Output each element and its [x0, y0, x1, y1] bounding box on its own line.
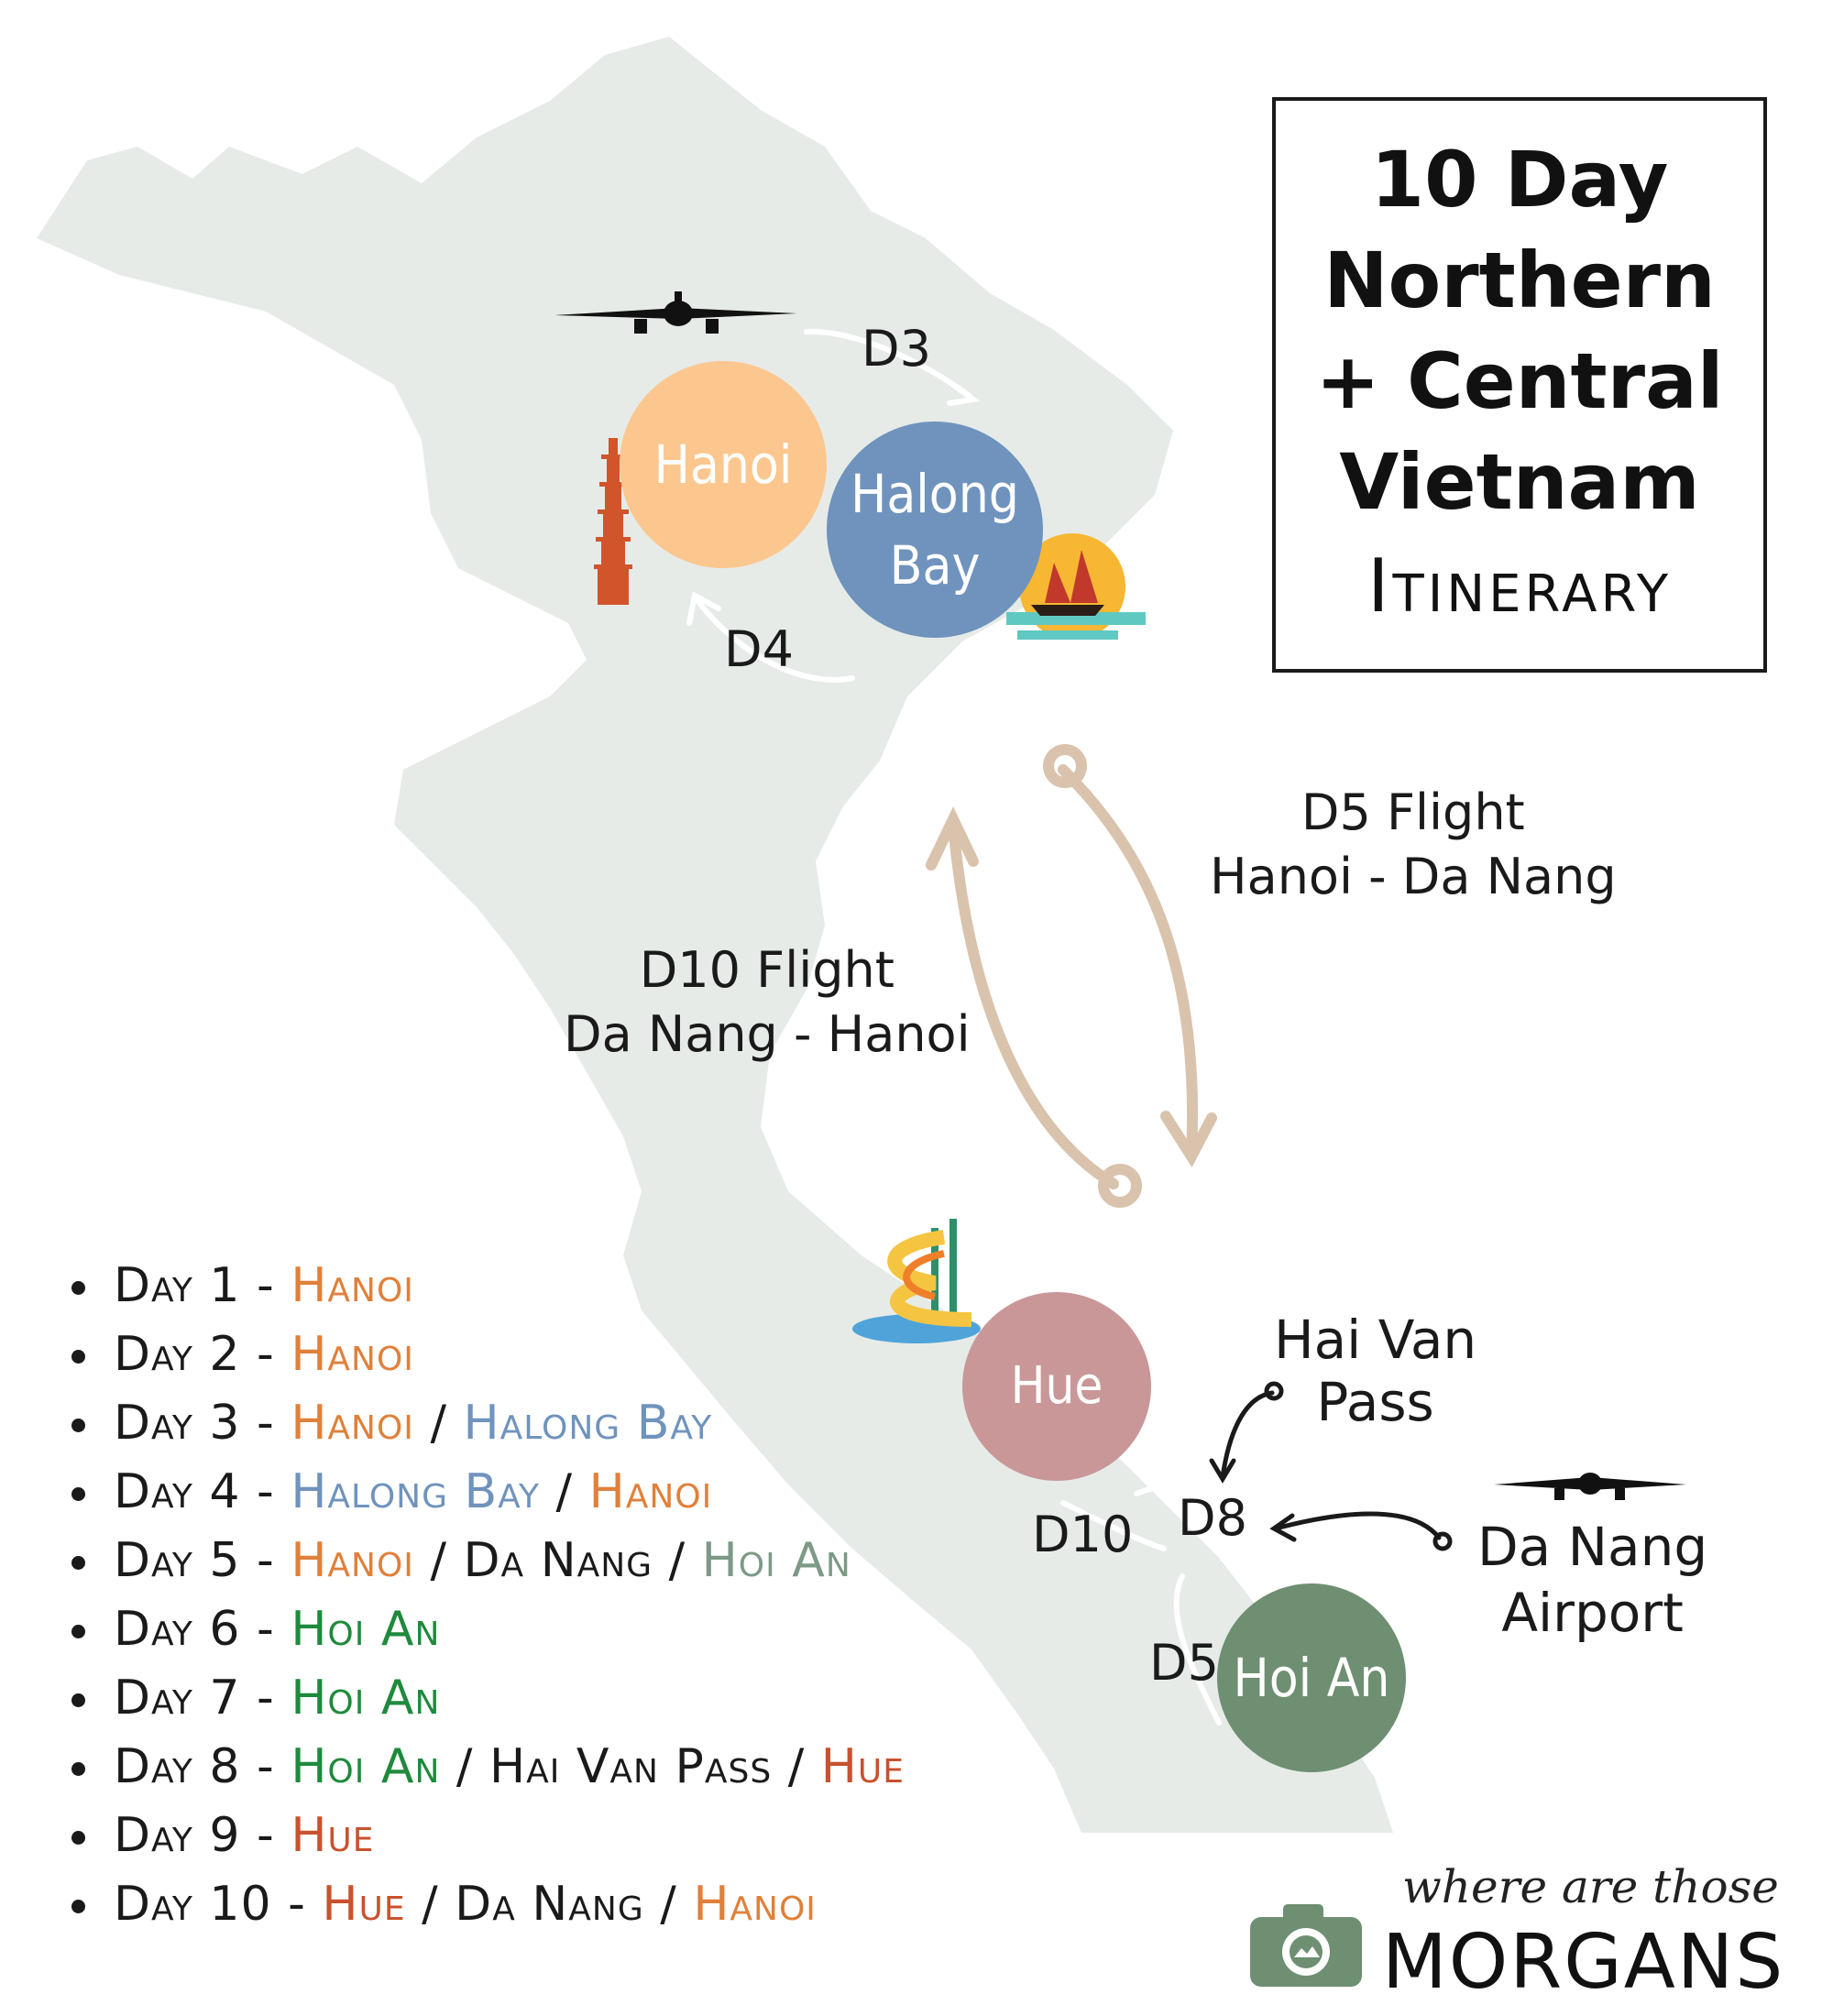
route-label-d8: D8 [1178, 1489, 1247, 1547]
itinerary-item: Day 6 - Hoi An [55, 1595, 1017, 1664]
itinerary-day: Day 10 - [114, 1877, 323, 1932]
itinerary-day: Day 1 - [114, 1258, 291, 1313]
route-arrows [686, 328, 1222, 1726]
vietnam-landmass [37, 37, 1393, 1833]
itinerary-place: Hue [291, 1808, 375, 1863]
itinerary-place: Hoi An [291, 1739, 441, 1794]
city-label-hue: Hue [1010, 1356, 1103, 1416]
itinerary-place: Hoi An [291, 1671, 441, 1726]
city-label-bay: Bay [889, 534, 981, 597]
itinerary-day: Day 9 - [114, 1808, 291, 1863]
itinerary-day: Day 3 - [114, 1396, 291, 1451]
place-label-da-nang-airport: Da Nang Airport [1477, 1514, 1707, 1646]
flight-label-d5: D5 Flight Hanoi - Da Nang [1210, 781, 1617, 909]
camera-icon [1250, 1904, 1362, 1987]
itinerary-day: Day 5 - [114, 1533, 291, 1588]
city-label-hanoi: Hanoi [653, 433, 793, 496]
place-label-hai-van-pass: Hai Van Pass [1274, 1309, 1476, 1433]
itinerary-place: Hue [322, 1877, 406, 1932]
itinerary-place: / Da Nang / [413, 1533, 702, 1588]
itinerary-item: Day 10 - Hue / Da Nang / Hanoi [55, 1870, 1017, 1939]
city-hanoi: Hanoi [620, 361, 827, 568]
title-line: 10 Day [1370, 135, 1669, 225]
title-box: 10 Day Northern + Central Vietnam Itiner… [1272, 97, 1767, 673]
pagoda-icon [594, 438, 632, 605]
city-halong-bay: Halong Bay [827, 422, 1043, 638]
title-line: Northern [1323, 236, 1716, 325]
route-label-d10: D10 [1032, 1506, 1134, 1563]
itinerary-place: / [540, 1464, 589, 1519]
itinerary-day: Day 4 - [114, 1464, 291, 1519]
itinerary-item: Day 7 - Hoi An [55, 1664, 1017, 1733]
itinerary-item: Day 2 - Hanoi [55, 1320, 1017, 1389]
itinerary-place: Halong Bay [291, 1464, 541, 1519]
airplane-icon [554, 291, 797, 334]
flight-label-d10-title: D10 Flight [639, 941, 895, 999]
itinerary-item: Day 5 - Hanoi / Da Nang / Hoi An [55, 1527, 1017, 1595]
itinerary-place: / [413, 1396, 464, 1451]
da-nang-line2: Airport [1501, 1582, 1684, 1644]
annotation-arrows [1209, 1381, 1453, 1551]
hai-van-line1: Hai Van [1274, 1309, 1477, 1371]
itinerary-place: / Da Nang / [405, 1877, 694, 1932]
route-label-d4: D4 [724, 620, 794, 678]
logo-tagline: where are those [1402, 1860, 1779, 1913]
water-slide-icon [852, 1219, 981, 1343]
itinerary-place: / Hai Van Pass / [440, 1739, 821, 1794]
itinerary-item: Day 8 - Hoi An / Hai Van Pass / Hue [55, 1733, 1017, 1802]
city-hoi-an: Hoi An [1217, 1583, 1406, 1772]
flight-label-d5-route: Hanoi - Da Nang [1210, 848, 1617, 905]
itinerary-item: Day 1 - Hanoi [55, 1252, 1017, 1320]
itinerary-place: Hoi An [701, 1533, 851, 1588]
flight-arrows [926, 744, 1217, 1208]
itinerary-day: Day 6 - [114, 1602, 291, 1657]
itinerary-place: Hanoi [291, 1258, 414, 1313]
flight-label-d10: D10 Flight Da Nang - Hanoi [564, 938, 971, 1067]
route-label-d3: D3 [862, 320, 931, 378]
brand-logo: where are those MORGANS [1246, 1860, 1796, 2007]
airplane-icon [1494, 1473, 1686, 1500]
itinerary-item: Day 3 - Hanoi / Halong Bay [55, 1389, 1017, 1458]
city-label-hoian: Hoi An [1233, 1647, 1390, 1709]
flight-label-d10-route: Da Nang - Hanoi [564, 1005, 971, 1063]
itinerary-place: Hanoi [291, 1533, 414, 1588]
junk-boat-icon [1006, 533, 1146, 640]
title-line: Vietnam [1339, 437, 1700, 527]
itinerary-day: Day 8 - [114, 1739, 291, 1794]
itinerary-item: Day 9 - Hue [55, 1802, 1017, 1870]
city-label-halong: Halong [851, 463, 1019, 525]
da-nang-line1: Da Nang [1477, 1516, 1708, 1578]
itinerary-place: Hanoi [291, 1327, 414, 1382]
itinerary-place: Hue [820, 1739, 905, 1794]
flight-label-d5-title: D5 Flight [1301, 783, 1525, 841]
itinerary-place: Halong Bay [463, 1396, 713, 1451]
itinerary-place: Hanoi [291, 1396, 414, 1451]
itinerary-day: Day 2 - [114, 1327, 291, 1382]
itinerary-day: Day 7 - [114, 1671, 291, 1726]
title-subtitle: Itinerary [1367, 543, 1673, 629]
itinerary-place: Hanoi [588, 1464, 713, 1519]
route-label-d5: D5 [1149, 1634, 1219, 1692]
hai-van-line2: Pass [1316, 1371, 1434, 1433]
itinerary-place: Hanoi [693, 1877, 817, 1932]
itinerary-item: Day 4 - Halong Bay / Hanoi [55, 1458, 1017, 1527]
itinerary-place: Hoi An [291, 1602, 441, 1657]
title-line: + Central [1315, 336, 1724, 426]
logo-wordmark: MORGANS [1382, 1919, 1785, 2006]
city-hue: Hue [962, 1292, 1151, 1481]
